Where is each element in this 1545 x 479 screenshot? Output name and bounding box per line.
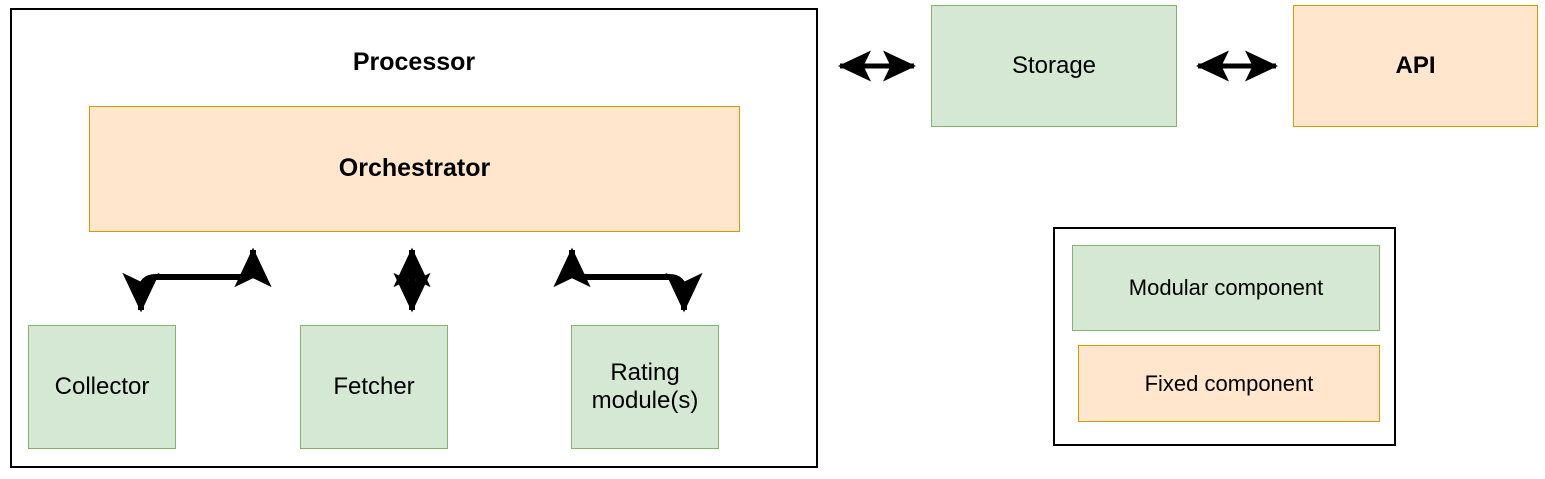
legend-item-modular: Modular component [1072,245,1380,331]
orchestrator-box: Orchestrator [89,106,740,232]
processor-title: Processor [352,48,476,76]
api-box: API [1293,5,1538,127]
collector-box: Collector [28,325,176,449]
legend-item-fixed: Fixed component [1078,345,1380,422]
rating-module-box: Rating module(s) [571,325,719,449]
fetcher-box: Fetcher [300,325,448,449]
storage-box: Storage [931,5,1177,127]
